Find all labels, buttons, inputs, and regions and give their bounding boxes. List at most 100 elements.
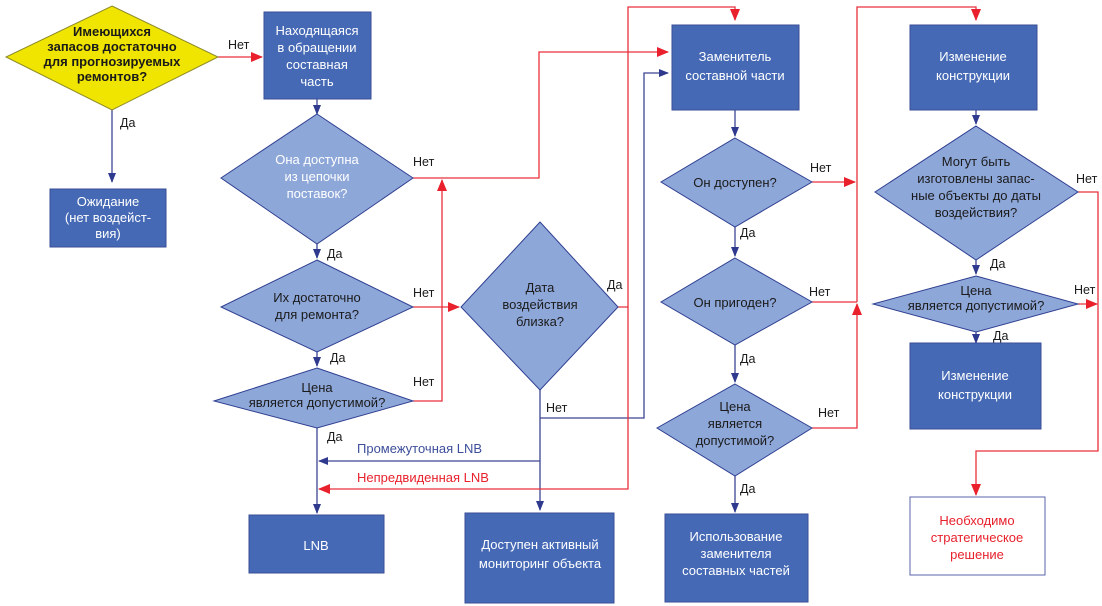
edge-manufacture-no bbox=[971, 191, 1099, 496]
text-line: Доступен активный bbox=[481, 537, 598, 552]
yes-connectors bbox=[108, 69, 980, 514]
enough-text: Их достаточно для ремонта? bbox=[273, 290, 360, 322]
edge-price2-no-up bbox=[812, 303, 862, 429]
text-line: Имеющихся bbox=[73, 24, 151, 39]
text-line: в обращении bbox=[277, 40, 356, 55]
text-line: Он пригоден? bbox=[693, 295, 776, 310]
text-line: Ожидание bbox=[77, 194, 140, 209]
text-line: решение bbox=[950, 547, 1004, 562]
edge-supply-no bbox=[413, 47, 669, 179]
label-unforeseen-lnb: Непредвиденная LNB bbox=[357, 470, 489, 485]
text-line: Необходимо bbox=[939, 513, 1014, 528]
text-line: является bbox=[708, 416, 762, 431]
node-active-monitoring[interactable]: Доступен активный мониторинг объекта bbox=[464, 512, 615, 604]
text-line: Использование bbox=[690, 529, 783, 544]
node-substitute[interactable]: Заменитель составной части bbox=[671, 24, 800, 111]
strategic-text: Необходимо стратегическое решение bbox=[931, 513, 1023, 562]
text-line: LNB bbox=[303, 538, 328, 553]
text-line: конструкции bbox=[936, 68, 1010, 83]
text-line: Их достаточно bbox=[273, 290, 360, 305]
can-manufacture-text: Могут быть изготовлены запас-ные объекты … bbox=[911, 154, 1041, 220]
node-can-manufacture[interactable]: Могут быть изготовлены запас-ные объекты … bbox=[874, 125, 1079, 261]
node-is-available[interactable]: Он доступен? bbox=[660, 137, 813, 228]
node-lnb[interactable]: LNB bbox=[248, 514, 385, 574]
node-use-substitute[interactable]: Использование заменителя составных частей bbox=[664, 513, 809, 603]
text-line: мониторинг объекта bbox=[479, 556, 602, 571]
text-line: стратегическое bbox=[931, 530, 1023, 545]
text-line: составная bbox=[286, 57, 348, 72]
text-line: для прогнозируемых bbox=[44, 54, 182, 69]
edge-price1-no-up bbox=[413, 179, 447, 402]
use-substitute-text: Использование заменителя составных частей bbox=[682, 529, 790, 578]
text-line: Цена bbox=[719, 399, 751, 414]
label-no-manufacture: Нет bbox=[1076, 172, 1098, 186]
label-yes-date: Да bbox=[607, 278, 622, 292]
node-is-suitable[interactable]: Он пригоден? bbox=[660, 257, 814, 346]
text-line: ные объекты до даты bbox=[911, 188, 1041, 203]
text-line: воздействия? bbox=[935, 205, 1018, 220]
text-line: Заменитель bbox=[699, 49, 772, 64]
node-enough-for-repair[interactable]: Их достаточно для ремонта? bbox=[219, 259, 415, 353]
text-line: Цена bbox=[960, 283, 992, 298]
is-available-text: Он доступен? bbox=[693, 175, 777, 190]
label-yes-supply: Да bbox=[327, 247, 342, 261]
label-yes-manufacture: Да bbox=[990, 257, 1005, 271]
text-line: близка? bbox=[516, 314, 564, 329]
label-yes-start: Да bbox=[120, 116, 135, 130]
node-strategic-decision[interactable]: Необходимо стратегическое решение bbox=[909, 496, 1046, 576]
label-no-enough: Нет bbox=[413, 286, 435, 300]
text-line: поставок? bbox=[287, 186, 348, 201]
monitoring-text: Доступен активный мониторинг объекта bbox=[479, 537, 602, 571]
text-line: ремонтов? bbox=[77, 69, 147, 84]
label-yes-suitable: Да bbox=[740, 352, 755, 366]
label-intermediate-lnb: Промежуточная LNB bbox=[357, 441, 482, 456]
label-yes-enough: Да bbox=[330, 351, 345, 365]
is-suitable-text: Он пригоден? bbox=[693, 295, 776, 310]
label-no-supply: Нет bbox=[413, 155, 435, 169]
edge-date-yes-to-top bbox=[618, 6, 740, 308]
edge-labels: Нет Да Нет Да Нет Да Нет Да Да Нет Проме… bbox=[120, 38, 1098, 496]
label-no-price1: Нет bbox=[413, 375, 435, 389]
text-line: Находящаяся bbox=[275, 23, 358, 38]
node-design-change-1[interactable]: Изменение конструкции bbox=[909, 24, 1038, 111]
text-line: для ремонта? bbox=[275, 307, 359, 322]
design1-text: Изменение конструкции bbox=[936, 49, 1010, 83]
substitute-text: Заменитель составной части bbox=[685, 49, 784, 83]
edge-right-bus-to-design1 bbox=[856, 6, 981, 302]
label-yes-price1: Да bbox=[327, 430, 342, 444]
node-waiting[interactable]: Ожидание(нет воздейст-вия) bbox=[49, 188, 167, 248]
no-connectors bbox=[218, 6, 1099, 496]
text-line: Дата bbox=[526, 280, 556, 295]
text-line: Цена bbox=[301, 380, 333, 395]
lnb-text: LNB bbox=[303, 538, 328, 553]
waiting-text: Ожидание(нет воздейст-вия) bbox=[65, 194, 151, 241]
text-line: изготовлены запас- bbox=[917, 171, 1035, 186]
label-no-price2: Нет bbox=[818, 406, 840, 420]
text-line: является допустимой? bbox=[908, 298, 1045, 313]
text-line: составной части bbox=[685, 68, 784, 83]
label-no-suitable: Нет bbox=[809, 285, 831, 299]
text-line: является допустимой? bbox=[249, 395, 386, 410]
text-line: Могут быть bbox=[942, 154, 1011, 169]
text-line: Изменение bbox=[939, 49, 1007, 64]
label-yes-price3: Да bbox=[993, 329, 1008, 343]
text-line: составных частей bbox=[682, 563, 790, 578]
text-line: заменителя bbox=[700, 546, 771, 561]
label-yes-price2: Да bbox=[740, 482, 755, 496]
text-line: Она доступна bbox=[275, 152, 359, 167]
text-line: Изменение bbox=[941, 368, 1009, 383]
